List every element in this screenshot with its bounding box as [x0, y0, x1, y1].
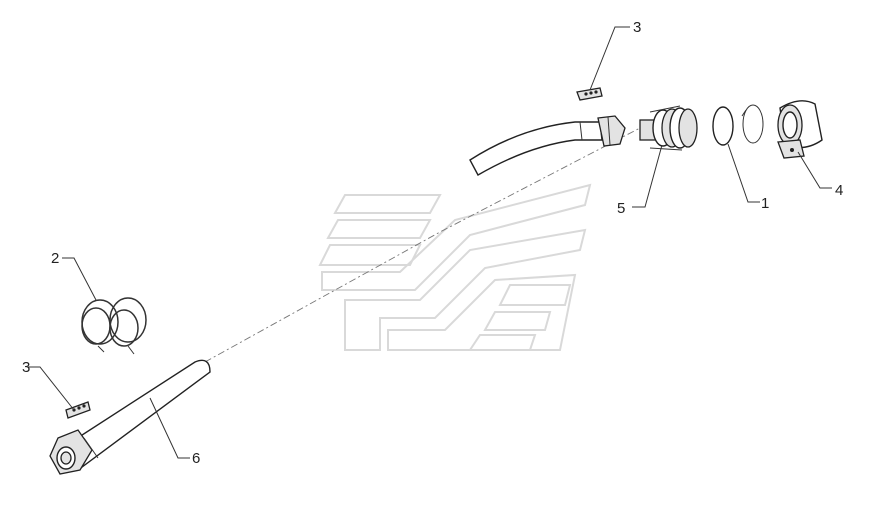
o-ring-set [81, 297, 147, 355]
upper-hose [469, 115, 626, 176]
lower-hose [49, 359, 211, 475]
watermark-logo [318, 183, 592, 351]
coupling-nipple [639, 105, 698, 151]
snap-ring [742, 104, 764, 144]
callout-5: 5 [617, 200, 625, 217]
callout-1: 1 [761, 195, 769, 212]
callout-4: 4 [835, 182, 843, 199]
quick-coupling-cap [777, 100, 823, 159]
clip-label-bottom [65, 401, 91, 419]
callout-3-top: 3 [633, 19, 641, 36]
callout-3-bottom: 3 [22, 359, 30, 376]
hose-centerline [204, 127, 641, 363]
leader-lines [28, 26, 832, 459]
circlip-ring [712, 106, 734, 146]
callout-2: 2 [51, 250, 59, 267]
clip-label-top [576, 87, 603, 101]
callout-6: 6 [192, 450, 200, 467]
